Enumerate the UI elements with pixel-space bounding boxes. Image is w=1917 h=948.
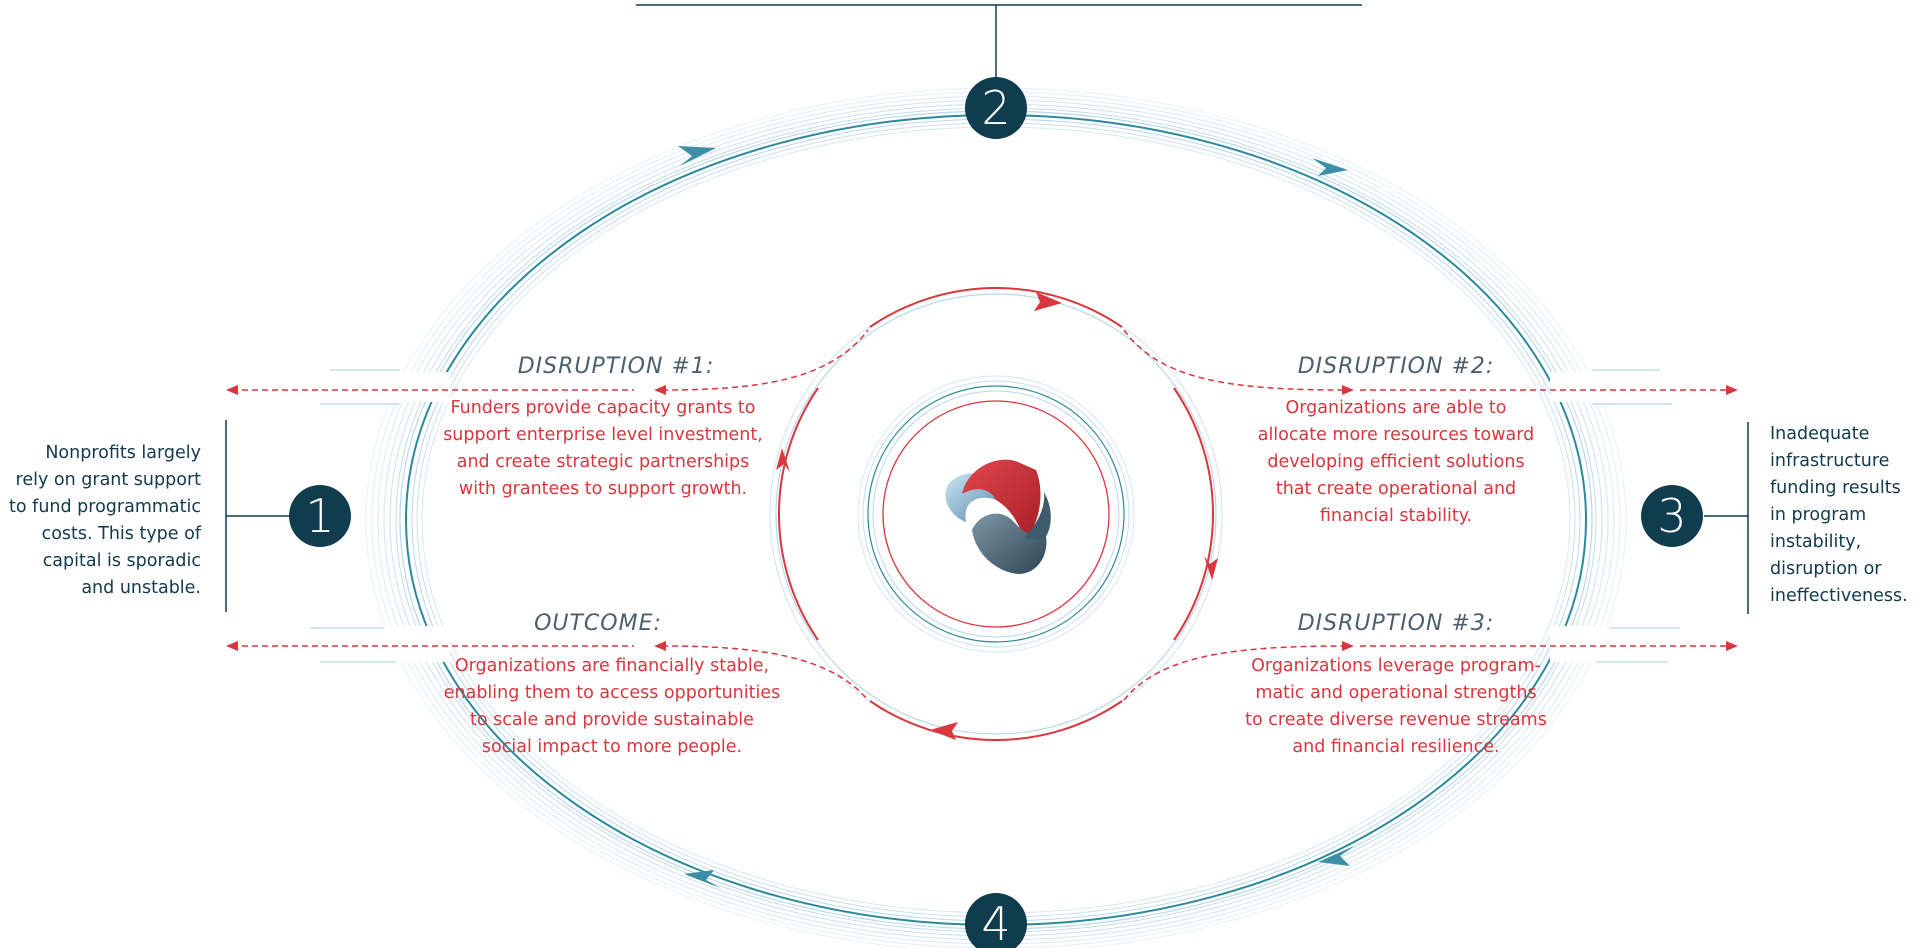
dashed-arrow-left-bottom [226, 641, 238, 651]
dashed-arrow-left-bottom-inner [654, 641, 666, 651]
arrow-head-top-right [1312, 158, 1348, 176]
node-1-label: 1 [305, 489, 334, 543]
node-2-label: 2 [981, 81, 1010, 135]
disruption-1-line: and create strategic partnerships [457, 452, 750, 472]
dashed-arrowheads [226, 385, 1738, 651]
node-4: 4 [965, 893, 1027, 948]
dashed-arrow-left-top [226, 385, 238, 395]
dashed-connectors [232, 329, 1732, 701]
disruption-2-title: DISRUPTION #2: [1298, 354, 1495, 379]
disruption-2-line: developing efficient solutions [1267, 452, 1524, 472]
right-note-line: instability, [1770, 532, 1861, 552]
outcome-line: Organizations are financially stable, [455, 656, 769, 676]
arrow-head-bottom-right [1318, 846, 1354, 866]
ellipse-gap-ticks [310, 369, 1680, 663]
right-note-line: ineffectiveness. [1770, 586, 1908, 606]
disruption-1-text: Funders provide capacity grants to suppo… [443, 398, 763, 499]
right-note-line: disruption or [1770, 559, 1882, 579]
left-note-line: rely on grant support [16, 470, 202, 490]
outcome-title: OUTCOME: [534, 611, 662, 636]
dashed-arrow-right-bottom-inner [1342, 641, 1354, 651]
disruption-2-line: that create operational and [1276, 479, 1516, 499]
disruption-3-line: to create diverse revenue streams [1245, 710, 1547, 730]
top-connector [636, 4, 1362, 84]
dashed-curve-left-bottom [661, 645, 869, 701]
dashed-arrow-left-top-inner [654, 385, 666, 395]
arrow-head-bottom-left [684, 870, 720, 888]
outcome-line: enabling them to access opportunities [444, 683, 781, 703]
left-note-line: to fund programmatic [9, 497, 201, 517]
disruption-3-title: DISRUPTION #3: [1298, 611, 1495, 636]
right-note-line: funding results [1770, 478, 1901, 498]
right-note-line: Inadequate [1770, 424, 1869, 444]
outcome-line: to scale and provide sustainable [470, 710, 754, 730]
node-1: 1 [289, 485, 351, 547]
disruption-2-text: Organizations are able to allocate more … [1258, 398, 1535, 526]
triple-ribbon-logo-icon [945, 459, 1051, 574]
disruption-1-title: DISRUPTION #1: [518, 354, 715, 379]
right-note-line: in program [1770, 505, 1866, 525]
inner-arc-left [777, 387, 819, 641]
disruption-2-line: allocate more resources toward [1258, 425, 1535, 445]
left-note: Nonprofits largely rely on grant support… [9, 443, 202, 598]
center-rings [857, 375, 1135, 653]
node-2: 2 [965, 77, 1027, 139]
side-brackets [225, 420, 1749, 614]
outcome-text: Organizations are financially stable, en… [444, 656, 781, 757]
left-note-line: costs. This type of [42, 524, 202, 544]
left-note-line: capital is sporadic [43, 551, 201, 571]
dashed-arrow-right-bottom [1726, 641, 1738, 651]
left-note-line: Nonprofits largely [45, 443, 201, 463]
red-arrow-bottom [930, 722, 958, 740]
left-note-line: and unstable. [81, 578, 201, 598]
disruption-3-line: and financial resilience. [1292, 737, 1499, 757]
red-arrow-top [1034, 292, 1062, 311]
right-note: Inadequate infrastructure funding result… [1770, 424, 1908, 606]
dashed-arrow-right-top-inner [1342, 385, 1354, 395]
disruption-1-line: Funders provide capacity grants to [451, 398, 756, 418]
node-3-label: 3 [1657, 489, 1686, 543]
node-4-label: 4 [981, 897, 1010, 948]
disruption-1-line: with grantees to support growth. [459, 479, 747, 499]
inner-cycle [769, 286, 1223, 742]
disruption-2-line: Organizations are able to [1285, 398, 1506, 418]
dashed-curve-left-top [661, 329, 869, 391]
right-note-line: infrastructure [1770, 451, 1889, 471]
red-arrow-right [1204, 556, 1218, 580]
inner-arc-top [869, 286, 1123, 328]
arrow-head-top-left [678, 146, 716, 166]
dashed-arrow-right-top [1726, 385, 1738, 395]
inner-arc-right [1173, 387, 1215, 641]
ellipse-text-gaps [300, 372, 1700, 662]
disruption-3-line: Organizations leverage program- [1251, 656, 1541, 676]
dashed-curve-right-bottom [1123, 645, 1347, 701]
outer-cycle-arrows [678, 146, 1354, 888]
disruption-2-line: financial stability. [1320, 506, 1472, 526]
disruption-3-text: Organizations leverage program- matic an… [1245, 656, 1547, 757]
outcome-line: social impact to more people. [482, 737, 742, 757]
disruption-1-line: support enterprise level investment, [443, 425, 763, 445]
red-arrow-left [776, 448, 790, 472]
dashed-curve-right-top [1123, 329, 1347, 391]
node-3: 3 [1641, 485, 1703, 547]
disruption-3-line: matic and operational strengths [1255, 683, 1536, 703]
inner-arc-bottom [869, 700, 1123, 742]
